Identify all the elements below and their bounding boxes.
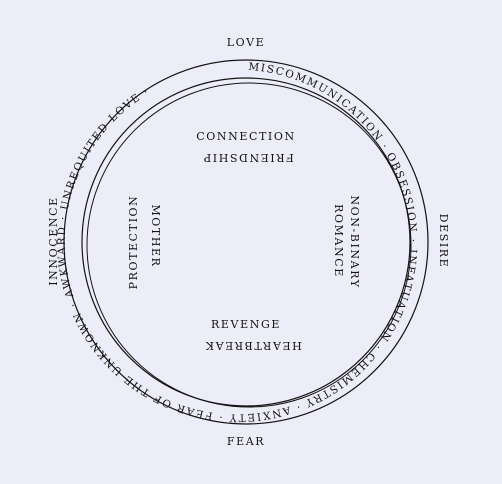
outer-ring bbox=[63, 59, 429, 425]
label-innocence: INNOCENCE bbox=[47, 196, 60, 286]
label-heartbreak: HEARTBREAK bbox=[204, 339, 302, 352]
ring-text-path: MISCOMMUNICATION · OBSESSION · INFATUATI… bbox=[56, 61, 417, 424]
label-connection: CONNECTION bbox=[196, 130, 295, 143]
label-friendship: FRIENDSHIP bbox=[202, 151, 294, 164]
label-love: LOVE bbox=[227, 36, 266, 49]
label-romance: ROMANCE bbox=[332, 204, 345, 278]
label-mother: MOTHER bbox=[149, 204, 162, 267]
label-protection: PROTECTION bbox=[127, 195, 140, 290]
inner-ring-offset bbox=[86, 82, 412, 408]
label-revenge: REVENGE bbox=[211, 318, 281, 331]
label-non-binary: NON-BINARY bbox=[348, 195, 361, 288]
label-fear: FEAR bbox=[227, 435, 265, 448]
label-desire: DESIRE bbox=[437, 214, 450, 269]
inner-ring bbox=[81, 77, 411, 407]
ring-text: MISCOMMUNICATION · OBSESSION · INFATUATI… bbox=[56, 61, 419, 424]
